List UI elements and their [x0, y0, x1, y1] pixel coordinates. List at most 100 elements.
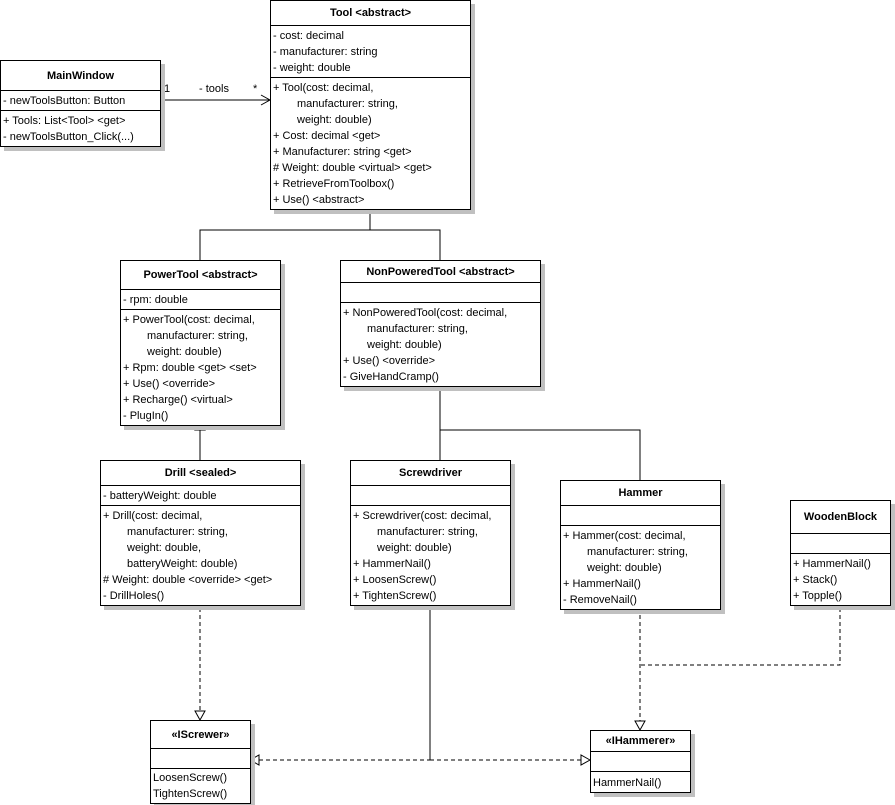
- attribute: - rpm: double: [123, 294, 188, 306]
- operation: # Weight: double <virtual> <get>: [273, 162, 432, 174]
- operation: + Use() <override>: [123, 378, 216, 390]
- attribute: - batteryWeight: double: [103, 490, 217, 502]
- operations-section: LoosenScrew() TightenScrew(): [151, 769, 250, 803]
- operation-continuation: weight: double): [297, 114, 372, 126]
- attributes-section: - newToolsButton: Button: [1, 91, 160, 111]
- operations-section: + Hammer(cost: decimal, manufacturer: st…: [561, 526, 720, 609]
- attributes-section: - cost: decimal - manufacturer: string -…: [271, 26, 470, 78]
- association-role-label: - tools: [199, 83, 229, 95]
- interface-name: «IScrewer»: [151, 721, 250, 749]
- operation: + HammerNail(): [353, 558, 431, 570]
- operation: + HammerNail(): [793, 558, 871, 570]
- attributes-section: [351, 486, 510, 506]
- association-target-multiplicity: *: [253, 83, 258, 95]
- operation: + Manufacturer: string <get>: [273, 146, 412, 158]
- operation: + Use() <abstract>: [273, 194, 365, 206]
- class-name: Screwdriver: [351, 461, 510, 486]
- attributes-section: - batteryWeight: double: [101, 486, 300, 506]
- class-powertool[interactable]: PowerTool <abstract> - rpm: double + Pow…: [120, 260, 281, 426]
- operations-section: + Tool(cost: decimal, manufacturer: stri…: [271, 78, 470, 209]
- class-mainwindow[interactable]: MainWindow - newToolsButton: Button + To…: [0, 60, 161, 147]
- operation: + Recharge() <virtual>: [123, 394, 233, 406]
- attributes-section: - rpm: double: [121, 290, 280, 310]
- operation: HammerNail(): [593, 777, 662, 789]
- class-hammer[interactable]: Hammer + Hammer(cost: decimal, manufactu…: [560, 480, 721, 610]
- generalization-hammer-nonpoweredtool[interactable]: [440, 429, 641, 480]
- operation: - RemoveNail(): [563, 594, 637, 606]
- operation: # Weight: double <override> <get>: [103, 574, 273, 586]
- operations-section: + NonPoweredTool(cost: decimal, manufact…: [341, 303, 540, 386]
- operation: + TightenScrew(): [353, 590, 437, 602]
- operation-continuation: weight: double): [377, 542, 452, 554]
- class-name: NonPoweredTool <abstract>: [341, 261, 540, 283]
- operation: + Tools: List<Tool> <get>: [3, 115, 126, 127]
- operations-section: + Tools: List<Tool> <get> - newToolsButt…: [1, 111, 160, 146]
- attributes-section: [791, 534, 890, 554]
- operation-continuation: weight: double,: [127, 542, 201, 554]
- class-woodenblock[interactable]: WoodenBlock + HammerNail() + Stack() + T…: [790, 500, 891, 606]
- operation: + RetrieveFromToolbox(): [273, 178, 395, 190]
- operation: + Hammer(cost: decimal,: [563, 530, 686, 542]
- operation: + Use() <override>: [343, 355, 436, 367]
- attribute: - newToolsButton: Button: [3, 95, 126, 107]
- realization-arrowhead-ihammerer-top: [634, 720, 646, 732]
- operation: - PlugIn(): [123, 410, 169, 422]
- class-drill[interactable]: Drill <sealed> - batteryWeight: double +…: [100, 460, 301, 606]
- operation-continuation: manufacturer: string,: [367, 323, 468, 335]
- operation-continuation: manufacturer: string,: [127, 526, 228, 538]
- operation: + Rpm: double <get> <set>: [123, 362, 257, 374]
- operations-section: + Screwdriver(cost: decimal, manufacture…: [351, 506, 510, 605]
- operation: - GiveHandCramp(): [343, 371, 439, 383]
- operation-continuation: weight: double): [147, 346, 222, 358]
- operations-section: + HammerNail() + Stack() + Topple(): [791, 554, 890, 605]
- class-tool[interactable]: Tool <abstract> - cost: decimal - manufa…: [270, 0, 471, 210]
- interface-name: «IHammerer»: [591, 731, 690, 752]
- generalization-powertool-tool[interactable]: [199, 229, 370, 260]
- operation: - newToolsButton_Click(...): [3, 131, 134, 143]
- class-name: PowerTool <abstract>: [121, 261, 280, 290]
- class-nonpoweredtool[interactable]: NonPoweredTool <abstract> + NonPoweredTo…: [340, 260, 541, 387]
- operation: + Tool(cost: decimal,: [273, 82, 374, 94]
- interface-iscrewer[interactable]: «IScrewer» LoosenScrew() TightenScrew(): [150, 720, 251, 804]
- class-screwdriver[interactable]: Screwdriver + Screwdriver(cost: decimal,…: [350, 460, 511, 606]
- realization-arrowhead-iscrewer-top: [194, 710, 206, 722]
- operation-continuation: manufacturer: string,: [587, 546, 688, 558]
- operation-continuation: weight: double): [587, 562, 662, 574]
- realization-arrowhead-iscrewer-side: [248, 754, 260, 766]
- association-source-multiplicity: 1: [164, 83, 171, 95]
- operations-section: + PowerTool(cost: decimal, manufacturer:…: [121, 310, 280, 425]
- operation-continuation: manufacturer: string,: [377, 526, 478, 538]
- class-name: Hammer: [561, 481, 720, 506]
- attributes-section: [591, 752, 690, 772]
- operation: + Topple(): [793, 590, 843, 602]
- operation: LoosenScrew(): [153, 772, 227, 784]
- operation: + Drill(cost: decimal,: [103, 510, 203, 522]
- attributes-section: [151, 749, 250, 769]
- operation: TightenScrew(): [153, 788, 228, 800]
- operation: + Screwdriver(cost: decimal,: [353, 510, 492, 522]
- operation-continuation: batteryWeight: double): [127, 558, 238, 570]
- class-name: WoodenBlock: [791, 501, 890, 534]
- interface-ihammerer[interactable]: «IHammerer» HammerNail(): [590, 730, 691, 793]
- generalization-nonpoweredtool-tool[interactable]: [369, 210, 441, 260]
- operation: + Cost: decimal <get>: [273, 130, 381, 142]
- operation: + HammerNail(): [563, 578, 641, 590]
- operations-section: + Drill(cost: decimal, manufacturer: str…: [101, 506, 300, 605]
- operation: + PowerTool(cost: decimal,: [123, 314, 255, 326]
- realization-arrowhead-ihammerer-side: [580, 754, 592, 766]
- class-name: MainWindow: [1, 61, 160, 91]
- attribute: - cost: decimal: [273, 30, 344, 42]
- attribute: - weight: double: [273, 62, 351, 74]
- operation-continuation: weight: double): [367, 339, 442, 351]
- attribute: - manufacturer: string: [273, 46, 378, 58]
- attributes-section: [561, 506, 720, 526]
- realization-woodenblock-ihammerer[interactable]: [640, 601, 841, 666]
- class-name: Drill <sealed>: [101, 461, 300, 486]
- operation: + Stack(): [793, 574, 838, 586]
- operation-continuation: manufacturer: string,: [297, 98, 398, 110]
- operation: + LoosenScrew(): [353, 574, 437, 586]
- operation: - DrillHoles(): [103, 590, 165, 602]
- operations-section: HammerNail(): [591, 772, 690, 792]
- operation-continuation: manufacturer: string,: [147, 330, 248, 342]
- class-name: Tool <abstract>: [271, 1, 470, 26]
